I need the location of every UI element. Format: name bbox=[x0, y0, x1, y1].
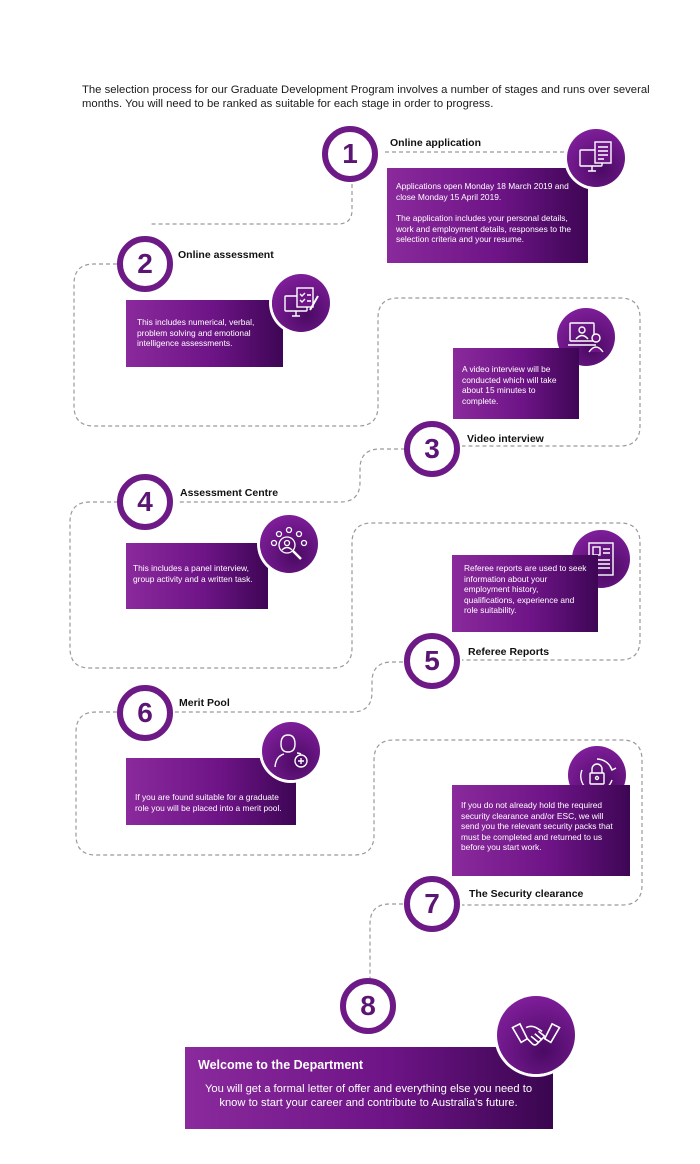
step-number: 7 bbox=[424, 888, 440, 919]
step-4-circle: 4 bbox=[117, 474, 173, 530]
step-1-paragraph-2: The application includes your personal d… bbox=[396, 213, 572, 244]
step-6-title: Merit Pool bbox=[179, 697, 230, 709]
step-2-circle: 2 bbox=[117, 236, 173, 292]
step-1-description-box: Applications open Monday 18 March 2019 a… bbox=[387, 168, 588, 263]
monitor-checklist-icon bbox=[272, 274, 330, 332]
handshake-icon bbox=[497, 996, 575, 1074]
computer-document-icon bbox=[567, 129, 625, 187]
step-4-title: Assessment Centre bbox=[180, 487, 279, 499]
welcome-box: Welcome to the Department You will get a… bbox=[185, 1047, 553, 1129]
step-5-paragraph-1: Referee reports are used to seek informa… bbox=[464, 563, 587, 615]
step-number: 8 bbox=[360, 990, 376, 1021]
step-number: 5 bbox=[424, 645, 440, 676]
step-6-circle: 6 bbox=[117, 685, 173, 741]
step-7-description-box: If you do not already hold the required … bbox=[452, 785, 630, 876]
step-3-description-box: A video interview will be conducted whic… bbox=[453, 348, 579, 419]
step-number: 6 bbox=[137, 697, 153, 728]
step-4-paragraph-1: This includes a panel interview, group a… bbox=[133, 563, 253, 584]
step-5-title: Referee Reports bbox=[468, 646, 550, 658]
step-4-description-box: This includes a panel interview, group a… bbox=[126, 543, 268, 609]
intro-text: The selection process for our Graduate D… bbox=[82, 84, 650, 110]
welcome-title: Welcome to the Department bbox=[198, 1058, 364, 1072]
step-8-circle: 8 bbox=[340, 978, 396, 1034]
step-7-paragraph-1: If you do not already hold the required … bbox=[461, 800, 613, 852]
step-7-circle: 7 bbox=[404, 876, 460, 932]
step-number: 1 bbox=[342, 138, 358, 169]
person-add-icon bbox=[262, 722, 320, 780]
step-2-title: Online assessment bbox=[178, 249, 274, 261]
step-number: 4 bbox=[137, 486, 153, 517]
video-call-icon bbox=[557, 308, 615, 366]
step-number: 2 bbox=[137, 248, 153, 279]
step-5-circle: 5 bbox=[404, 633, 460, 689]
step-5-description-box: Referee reports are used to seek informa… bbox=[452, 555, 598, 632]
step-3-title: Video interview bbox=[467, 433, 544, 445]
step-number: 3 bbox=[424, 433, 440, 464]
group-search-icon bbox=[260, 515, 318, 573]
step-1-title: Online application bbox=[390, 137, 482, 149]
step-1-paragraph-1: Applications open Monday 18 March 2019 a… bbox=[396, 181, 569, 202]
step-2-description-box: This includes numerical, verbal, problem… bbox=[126, 300, 283, 367]
step-6-paragraph-1: If you are found suitable for a graduate… bbox=[135, 792, 282, 813]
step-3-circle: 3 bbox=[404, 421, 460, 477]
step-3-paragraph-1: A video interview will be conducted whic… bbox=[462, 364, 557, 406]
step-1-circle: 1 bbox=[322, 126, 378, 182]
step-7-title: The Security clearance bbox=[469, 888, 584, 900]
step-2-paragraph-1: This includes numerical, verbal, problem… bbox=[137, 317, 255, 348]
welcome-text: You will get a formal letter of offer an… bbox=[204, 1083, 533, 1109]
